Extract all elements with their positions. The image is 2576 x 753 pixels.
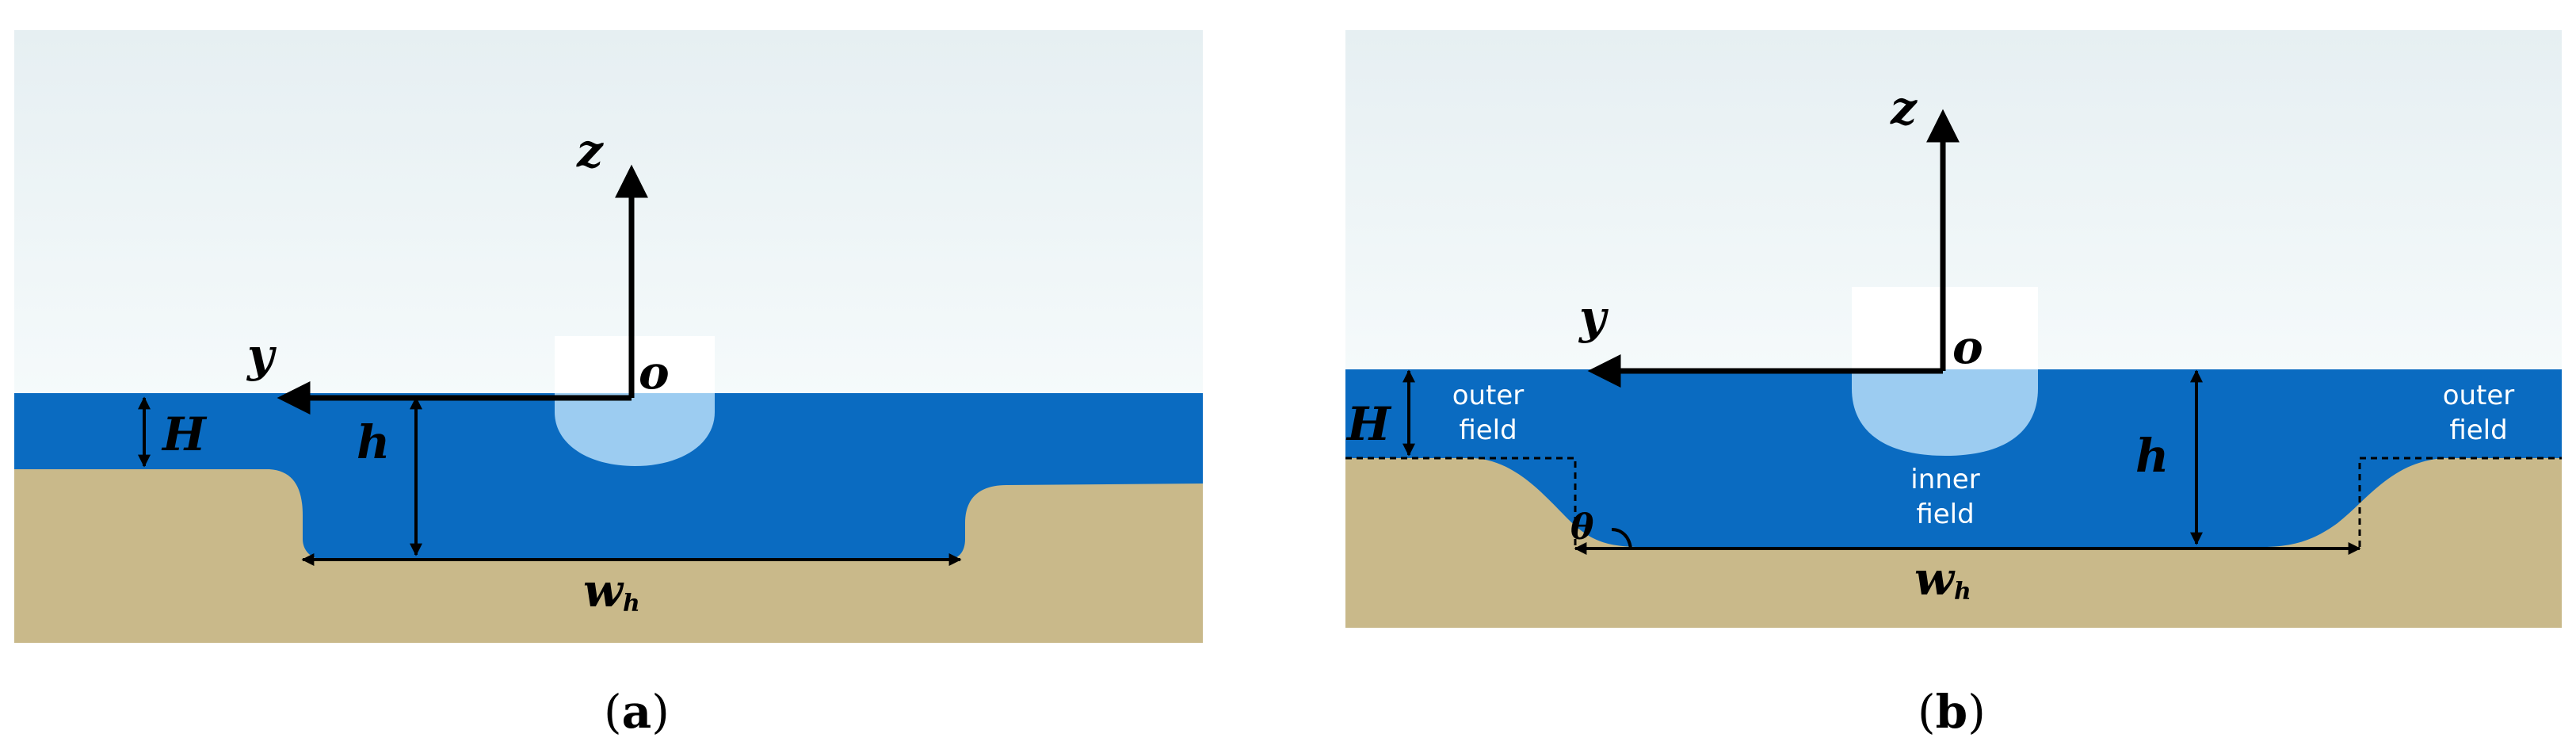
panel-b-label-wh: wh <box>1914 552 1971 606</box>
panel-b-outer-field-right-line2: field <box>2449 415 2507 446</box>
panel-a-sky <box>14 30 1203 396</box>
panel-a-label-H: H <box>161 407 208 461</box>
panel-b-caption: (b) <box>1918 685 1986 739</box>
panel-a-label-z: z <box>576 124 604 178</box>
panel-a: z y o H h wh (a) <box>14 30 1203 739</box>
panel-b-label-y: y <box>1578 290 1609 344</box>
panel-a-hull-upper <box>555 336 715 393</box>
panel-b-right-step-contour <box>2358 457 2562 547</box>
panel-b-outer-field-left-line1: outer <box>1452 380 1525 411</box>
panel-b-label-theta: θ <box>1570 507 1594 548</box>
panel-b-seabed <box>1345 458 2562 628</box>
panel-b-left-step-contour <box>1345 457 1577 547</box>
panel-a-label-h: h <box>357 415 390 469</box>
panel-b-label-H: H <box>1345 397 1392 451</box>
panel-b: z y o H h θ wh outer field outer field i… <box>1345 30 2562 739</box>
panel-a-caption: (a) <box>604 685 670 739</box>
panel-b-label-o: o <box>1952 320 1983 374</box>
panel-a-seabed <box>14 469 1203 643</box>
panel-b-outer-field-left-line2: field <box>1459 415 1517 446</box>
panel-b-label-z: z <box>1890 81 1918 135</box>
panel-b-theta-arc <box>1611 528 1632 549</box>
panel-a-label-o: o <box>639 346 670 399</box>
panel-b-outer-field-right-line1: outer <box>2443 380 2515 411</box>
panel-b-inner-field-line2: field <box>1916 499 1974 530</box>
panel-a-label-y: y <box>246 328 277 382</box>
panel-b-label-h: h <box>2135 429 2169 483</box>
panel-a-hull-submerged <box>555 393 715 466</box>
panel-b-hull-submerged <box>1852 369 2038 456</box>
panel-a-label-wh: wh <box>583 564 640 617</box>
panel-b-inner-field-line1: inner <box>1910 464 1979 495</box>
